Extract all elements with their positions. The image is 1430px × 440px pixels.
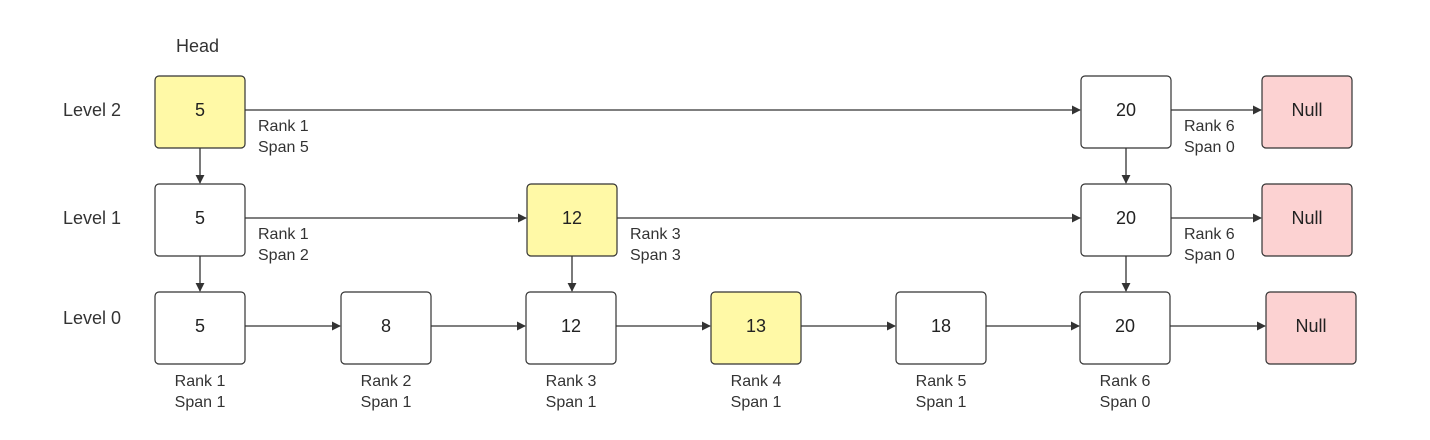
node-value: 13: [746, 316, 766, 336]
edges-layer: [195, 105, 1266, 331]
node-box: [1265, 291, 1357, 365]
rank-annotation: Rank 3: [546, 373, 597, 390]
node-l2-null: Null: [1261, 75, 1353, 149]
node-value: 20: [1115, 316, 1135, 336]
node-box: [1261, 183, 1353, 257]
node-box: [1080, 183, 1172, 257]
node-value: 5: [195, 208, 205, 228]
level-0-label: Level 0: [63, 308, 121, 328]
rank-annotation: Rank 1: [258, 118, 309, 135]
node-box: [340, 291, 432, 365]
span-annotation: Span 1: [361, 394, 412, 411]
node-box: [895, 291, 987, 365]
node-value: Null: [1295, 316, 1326, 336]
labels-layer: Head Level 2 Level 1 Level 0: [63, 36, 219, 328]
span-annotation: Span 3: [630, 247, 681, 264]
span-annotation: Span 0: [1184, 247, 1235, 264]
node-value: 20: [1116, 100, 1136, 120]
node-value: 5: [195, 100, 205, 120]
node-box: [1079, 291, 1171, 365]
node-l0-null: Null: [1265, 291, 1357, 365]
span-annotation: Span 1: [731, 394, 782, 411]
span-annotation: Span 1: [916, 394, 967, 411]
rank-annotation: Rank 1: [258, 226, 309, 243]
node-box: [526, 183, 618, 257]
node-value: 12: [561, 316, 581, 336]
node-box: [1261, 75, 1353, 149]
node-value: Null: [1291, 100, 1322, 120]
node-box: [154, 183, 246, 257]
rank-annotation: Rank 6: [1184, 226, 1235, 243]
rank-annotation: Rank 1: [175, 373, 226, 390]
node-value: 8: [381, 316, 391, 336]
node-value: 20: [1116, 208, 1136, 228]
node-box: [710, 291, 802, 365]
level-1-label: Level 1: [63, 208, 121, 228]
node-value: 5: [195, 316, 205, 336]
node-value: 18: [931, 316, 951, 336]
span-annotation: Span 1: [546, 394, 597, 411]
node-box: [525, 291, 617, 365]
rank-annotation: Rank 4: [731, 373, 782, 390]
span-annotation: Span 2: [258, 247, 309, 264]
head-label: Head: [176, 36, 219, 56]
node-box: [1080, 75, 1172, 149]
rank-annotation: Rank 5: [916, 373, 967, 390]
span-annotation: Span 1: [175, 394, 226, 411]
node-box: [154, 291, 246, 365]
rank-annotation: Rank 2: [361, 373, 412, 390]
rank-annotation: Rank 6: [1184, 118, 1235, 135]
rank-annotation: Rank 3: [630, 226, 681, 243]
span-annotation: Span 0: [1184, 139, 1235, 156]
level-2-label: Level 2: [63, 100, 121, 120]
node-l1-null: Null: [1261, 183, 1353, 257]
span-annotation: Span 0: [1100, 394, 1151, 411]
rank-annotation: Rank 6: [1100, 373, 1151, 390]
node-value: 12: [562, 208, 582, 228]
node-value: Null: [1291, 208, 1322, 228]
node-box: [154, 75, 246, 149]
span-annotation: Span 5: [258, 139, 309, 156]
